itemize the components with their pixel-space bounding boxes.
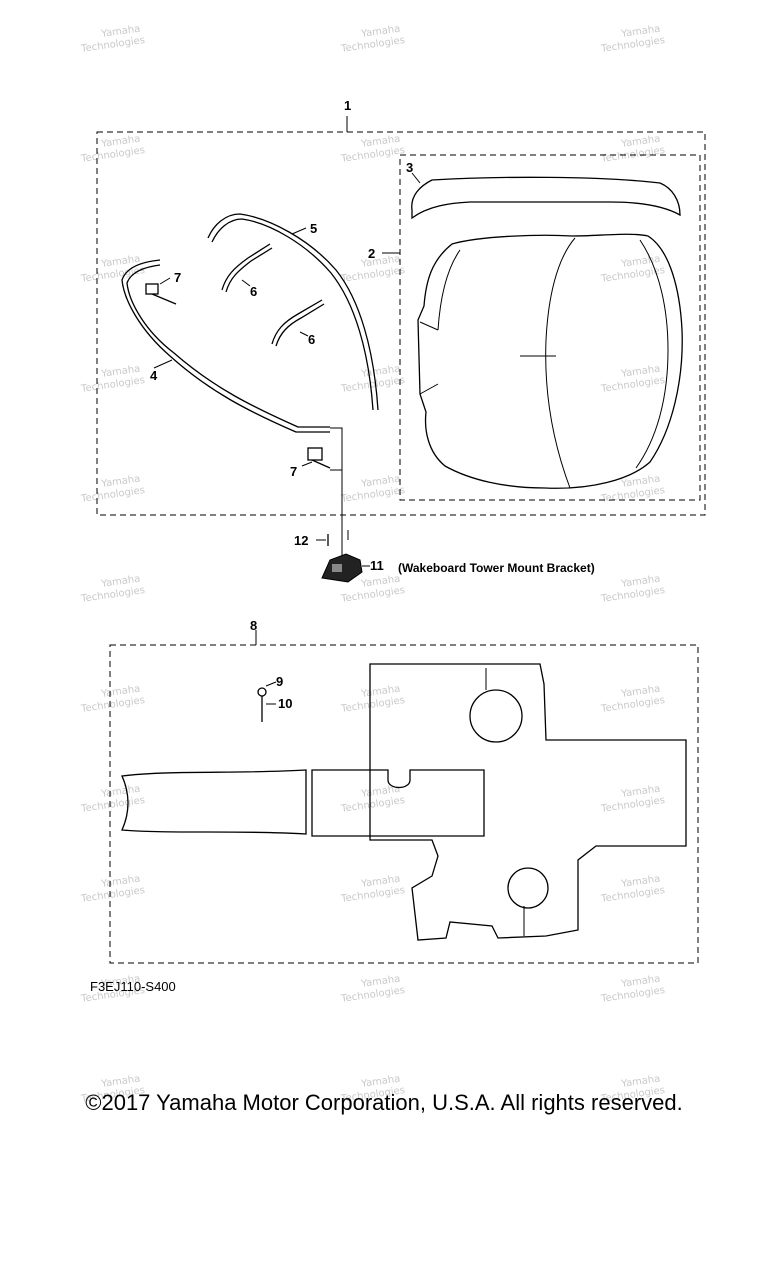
watermark-text: YamahaTechnologies	[338, 683, 406, 715]
watermark-text: YamahaTechnologies	[598, 363, 666, 395]
part-6-stay-upper: 6	[221, 243, 273, 299]
copyright-notice: ©2017 Yamaha Motor Corporation, U.S.A. A…	[85, 1090, 683, 1115]
callout-7-lower: 7	[290, 464, 297, 479]
part-11-bracket: 11 (Wakeboard Tower Mount Bracket)	[321, 553, 595, 583]
part-6-stay-lower: 6	[271, 299, 325, 347]
part-3-strap: 3	[406, 160, 681, 220]
watermark-text: YamahaTechnologies	[598, 783, 666, 815]
callout-1: 1	[344, 98, 351, 113]
callout-8: 8	[250, 618, 257, 633]
watermark-text: YamahaTechnologies	[338, 133, 406, 165]
callout-2: 2	[368, 246, 375, 261]
part-12-bolt: 12	[294, 530, 349, 548]
callout-5: 5	[310, 221, 317, 236]
mat-right-piece	[369, 663, 687, 941]
assembly-8-frame	[109, 644, 699, 964]
watermark-text: YamahaTechnologies	[338, 873, 406, 905]
watermark-text: YamahaTechnologies	[338, 783, 406, 815]
mat-left-piece	[121, 769, 307, 835]
watermark-text: YamahaTechnologies	[78, 683, 146, 715]
callout-10: 10	[278, 696, 292, 711]
callout-6-upper: 6	[250, 284, 257, 299]
assembly-2-frame	[399, 154, 701, 501]
watermark-text: YamahaTechnologies	[598, 253, 666, 285]
part-4-hoop: 4	[121, 259, 330, 433]
part-5-rail: 5	[207, 213, 379, 411]
watermark-text: YamahaTechnologies	[598, 873, 666, 905]
watermark-text: YamahaTechnologies	[598, 133, 666, 165]
part-2-cover	[417, 233, 683, 489]
callout-11: 11	[370, 558, 384, 573]
watermark-text: YamahaTechnologies	[338, 973, 406, 1005]
watermark-text: YamahaTechnologies	[598, 573, 666, 605]
part-7-clamp-upper: 7	[145, 270, 181, 305]
mat-middle-piece	[311, 769, 485, 837]
watermark-text: YamahaTechnologies	[78, 473, 146, 505]
bracket-note: (Wakeboard Tower Mount Bracket)	[398, 561, 595, 575]
watermark-text: YamahaTechnologies	[78, 783, 146, 815]
watermark-text: YamahaTechnologies	[598, 973, 666, 1005]
callout-7-upper: 7	[174, 270, 181, 285]
watermark-text: YamahaTechnologies	[338, 473, 406, 505]
watermark-text: YamahaTechnologies	[338, 23, 406, 55]
assembly-1-frame	[96, 131, 706, 516]
watermark-text: YamahaTechnologies	[78, 573, 146, 605]
watermark-text: YamahaTechnologies	[598, 23, 666, 55]
watermark-text: YamahaTechnologies	[598, 683, 666, 715]
watermark-text: YamahaTechnologies	[78, 133, 146, 165]
drawing-code: F3EJ110-S400	[90, 979, 176, 994]
callout-12: 12	[294, 533, 308, 548]
callout-3: 3	[406, 160, 413, 175]
watermark-text: YamahaTechnologies	[78, 253, 146, 285]
part-9-10-fastener: 9 10	[257, 674, 292, 722]
watermark-text: YamahaTechnologies	[78, 363, 146, 395]
callout-4: 4	[150, 368, 158, 383]
part-7-clamp-lower: 7	[290, 447, 331, 479]
callout-6-lower: 6	[308, 332, 315, 347]
callout-9: 9	[276, 674, 283, 689]
watermark-text: YamahaTechnologies	[78, 23, 146, 55]
watermark-text: YamahaTechnologies	[78, 873, 146, 905]
